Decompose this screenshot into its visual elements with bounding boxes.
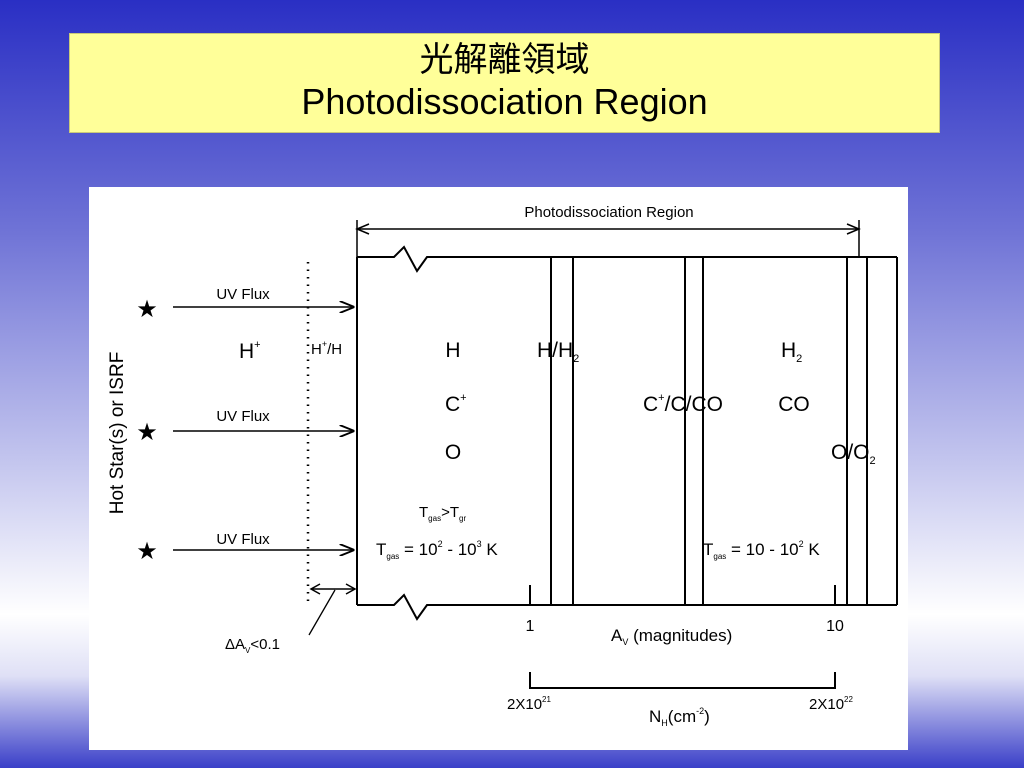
slide-title-english: Photodissociation Region	[301, 81, 708, 122]
zone-molecular-h2-label: H2	[781, 339, 802, 365]
star-icon-3: ★	[136, 538, 158, 565]
nh-left-label: 2X1021	[507, 695, 551, 713]
av-axis-label: AV (magnitudes)	[611, 626, 732, 647]
zone-atomic-h-label: H	[445, 339, 460, 362]
uv-flux-label-2: UV Flux	[216, 408, 270, 425]
pdr-diagram: Photodissociation Region Hot Star(s) or …	[89, 187, 908, 750]
delta-av-arrow-left-head	[309, 583, 321, 595]
temp-left-label: Tgas = 102 - 103 K	[376, 539, 498, 561]
box-bottom-edge	[357, 593, 897, 621]
zone-ionization-front-label: H+/H	[311, 339, 342, 358]
temp-right-label: Tgas = 10 - 102 K	[703, 539, 820, 561]
zone-co-label: CO	[778, 393, 810, 416]
zone-atomic-o-label: O	[445, 441, 461, 464]
av-tick-10-label: 10	[826, 618, 844, 635]
zone-c-plus-label: C+	[445, 392, 467, 416]
slide-title-box: 光解離領域 Photodissociation Region	[69, 33, 940, 133]
av-tick-1-label: 1	[526, 618, 535, 635]
star-icon-1: ★	[136, 296, 158, 323]
nh-right-label: 2X1022	[809, 695, 853, 713]
star-icon-2: ★	[136, 419, 158, 446]
uv-flux-label-1: UV Flux	[216, 286, 270, 303]
nh-axis-label: NH(cm-2)	[649, 706, 710, 728]
region-label: Photodissociation Region	[524, 204, 693, 221]
zone-carbon-transition-label: C+/C/CO	[643, 392, 723, 416]
delta-av-arrow-right-head	[345, 583, 357, 595]
slide-title-chinese: 光解離領域	[419, 40, 590, 80]
delta-av-pointer	[308, 589, 336, 636]
delta-av-label: ΔAV<0.1	[225, 636, 280, 655]
pdr-diagram-svg: Photodissociation Region Hot Star(s) or …	[107, 204, 898, 728]
temp-relation-label: Tgas>Tgr	[419, 504, 466, 523]
zone-h-h2-label: H/H2	[537, 339, 579, 365]
box-top-edge	[357, 245, 897, 273]
uv-flux-label-3: UV Flux	[216, 531, 270, 548]
nh-range-bracket	[529, 672, 836, 689]
side-label: Hot Star(s) or ISRF	[107, 352, 128, 515]
zone-h-plus-label: H+	[239, 339, 261, 363]
zone-o-o2-label: O/O2	[831, 441, 876, 467]
